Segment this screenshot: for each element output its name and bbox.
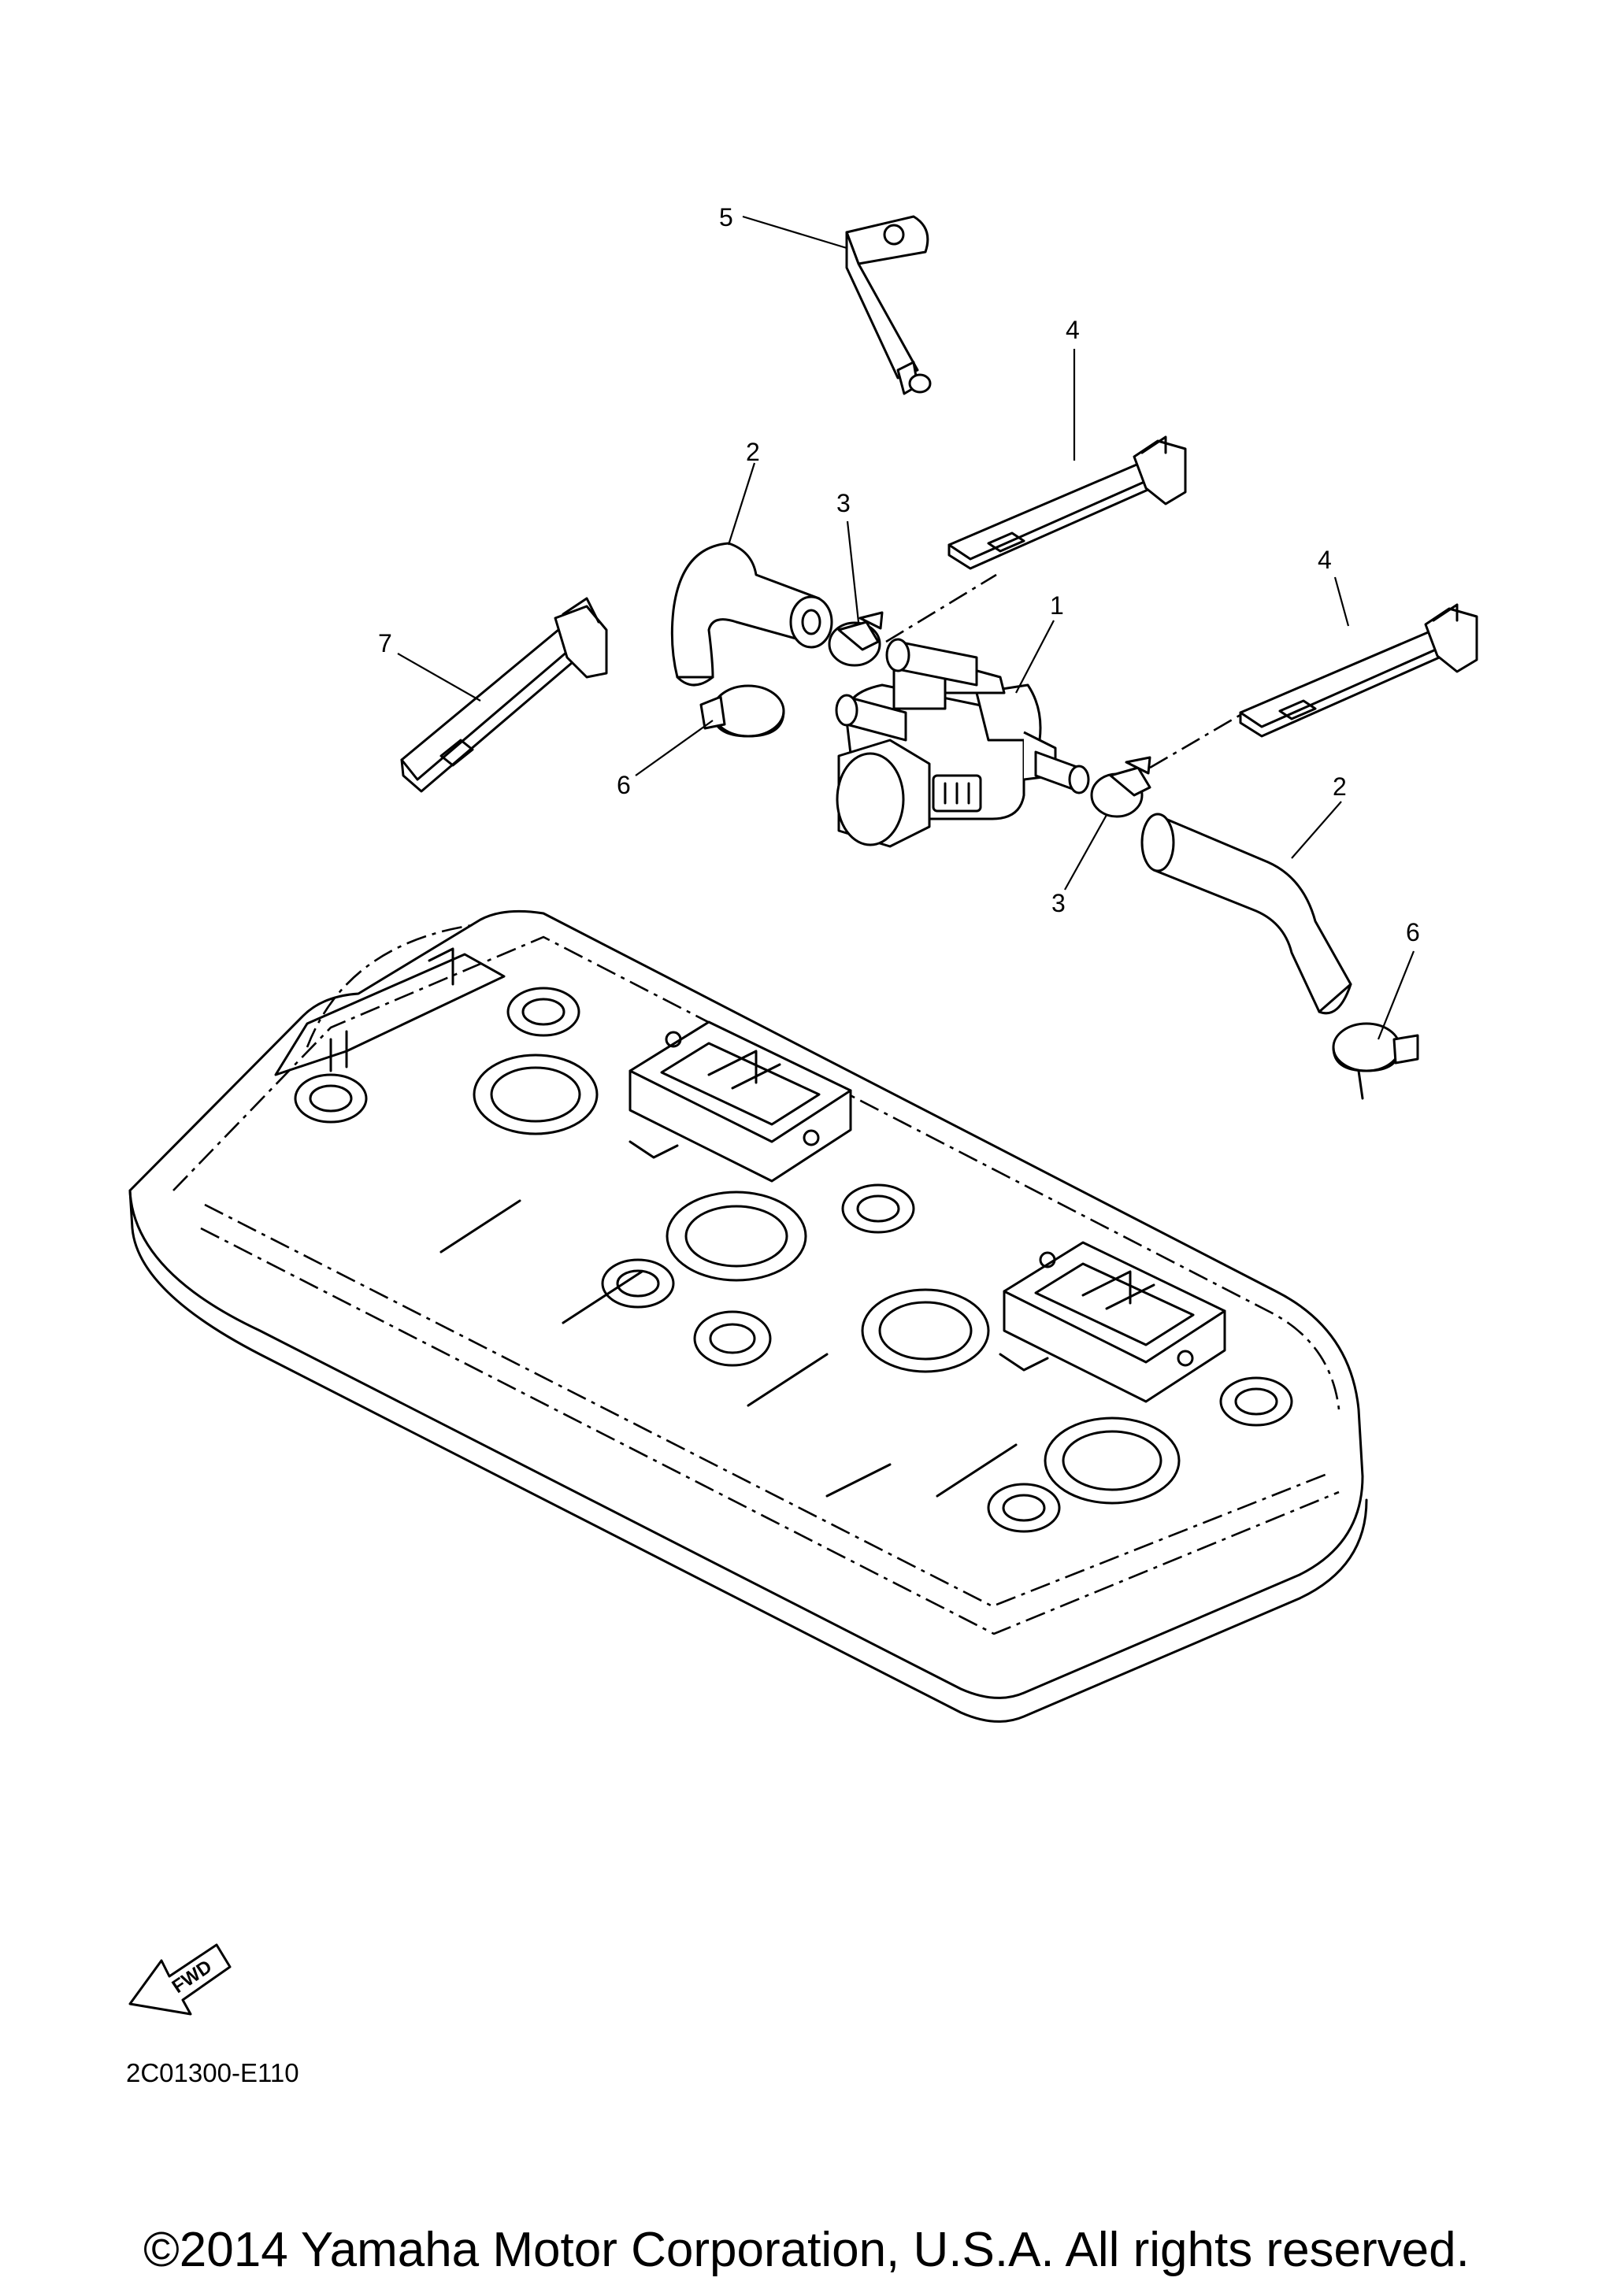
band-left [400,597,608,793]
callout-3-lower: 3 [1051,889,1066,917]
callout-6-right: 6 [1406,918,1420,946]
clamp-lower [1090,756,1151,818]
callout-4-upper: 4 [1066,316,1080,344]
plug-hole-4 [1044,1416,1181,1505]
band-upper [947,435,1187,570]
plug-hole-2 [666,1191,807,1282]
cylinder-head-cover [128,909,1368,1723]
plug-hole-3 [861,1288,990,1373]
clamp-upper [828,611,884,667]
reed-housing-2 [1003,1241,1226,1403]
plug-hole-1 [473,1054,599,1135]
callout-2-lower: 2 [1333,772,1347,801]
band-right [1239,603,1478,738]
callout-4-right: 4 [1318,546,1332,574]
callout-6-left: 6 [617,771,631,799]
bolt-bosses [294,987,1293,1533]
callout-2-upper: 2 [746,438,760,466]
bracket [845,215,932,395]
fwd-arrow-icon: FWD [128,1943,232,2016]
callout-3-upper: 3 [836,489,851,517]
hose-upper [670,542,833,687]
callout-1: 1 [1050,591,1064,620]
diagram-part-code: 2C01300-E110 [126,2058,299,2087]
reed-housing-1 [629,1020,852,1183]
hose-clip-left [699,684,785,738]
leader-lines [397,215,1415,1040]
hose-clip-right [1332,1022,1419,1100]
callout-labels: 5 2 3 4 4 1 7 6 2 3 6 [378,203,1420,946]
callout-7: 7 [378,629,392,657]
air-cut-valve [835,638,1090,848]
copyright-notice: ©2014 Yamaha Motor Corporation, U.S.A. A… [143,2223,1470,2277]
hose-lower [1140,813,1352,1015]
callout-5: 5 [719,203,733,231]
